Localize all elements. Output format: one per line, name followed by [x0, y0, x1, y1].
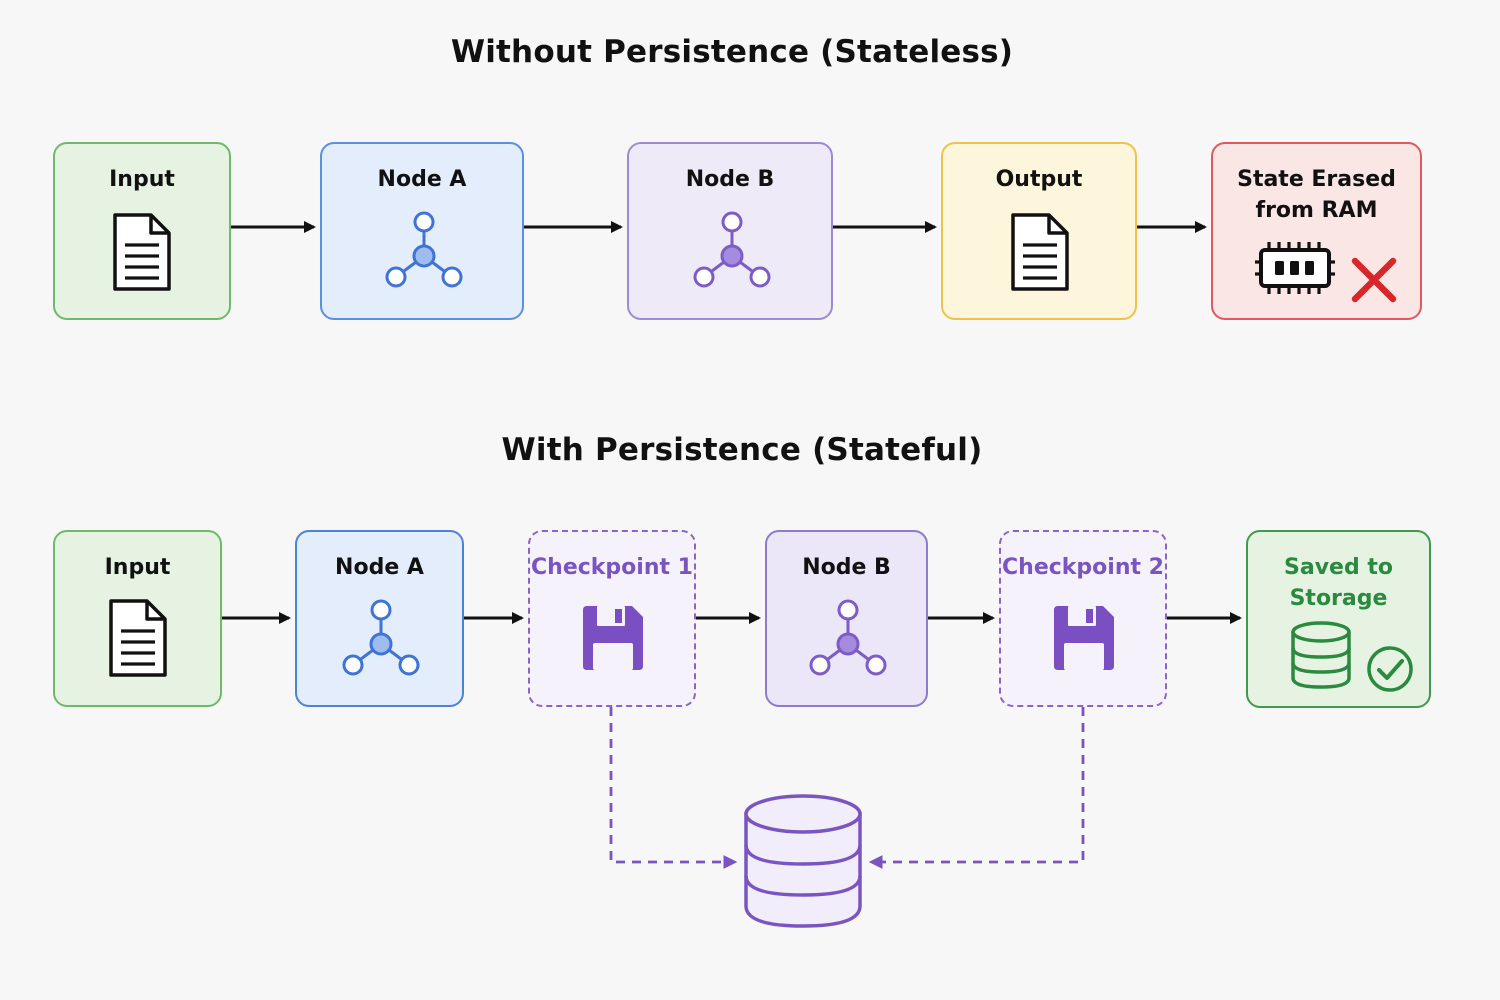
checkpoint-2-box: Checkpoint 2 [999, 530, 1167, 707]
document-icon [1011, 213, 1069, 291]
checkpoint-1-label: Checkpoint 1 [531, 555, 693, 580]
dashed-link-checkpoint-1-to-database [609, 707, 738, 869]
stateful-node-b-label: Node B [802, 555, 891, 580]
checkpoint-2-label: Checkpoint 2 [1002, 555, 1164, 580]
stateless-output-box: Output [941, 142, 1137, 320]
memory-chip-icon [1255, 242, 1335, 294]
stateless-node-b-label: Node B [685, 167, 775, 192]
floppy-disk-icon [583, 606, 643, 670]
graph-node-icon [809, 599, 887, 676]
stateless-node-b-box: Node B [627, 142, 833, 320]
stateless-title: Without Persistence (Stateless) [450, 34, 1014, 70]
stateful-input-box: Input [53, 530, 222, 707]
stateless-input-label: Input [109, 167, 175, 192]
stateful-input-label: Input [104, 555, 171, 580]
stateful-title: With Persistence (Stateful) [501, 432, 983, 468]
graph-node-icon [385, 211, 463, 288]
stateful-node-a-label: Node A [335, 555, 424, 580]
floppy-disk-icon [1054, 606, 1114, 670]
stateless-input-box: Input [53, 142, 231, 320]
document-icon [113, 213, 171, 291]
red-x-icon [1351, 257, 1397, 303]
document-icon [109, 599, 167, 677]
central-database-icon [744, 794, 862, 928]
stateless-output-label: Output [995, 167, 1083, 192]
saved-to-storage-label: Saved to Storage [1284, 555, 1393, 611]
state-erased-label: State Erased from RAM [1237, 167, 1396, 223]
graph-node-icon [693, 211, 771, 288]
checkpoint-1-box: Checkpoint 1 [528, 530, 696, 707]
graph-node-icon [342, 599, 420, 676]
state-erased-box: State Erased from RAM [1211, 142, 1422, 320]
stateless-node-a-label: Node A [377, 167, 467, 192]
stateless-node-a-box: Node A [320, 142, 524, 320]
check-circle-icon [1367, 646, 1413, 692]
saved-to-storage-box: Saved to Storage [1246, 530, 1431, 708]
dashed-link-checkpoint-2-to-database [868, 707, 1085, 869]
stateful-node-b-box: Node B [765, 530, 928, 707]
stateful-node-a-box: Node A [295, 530, 464, 707]
database-icon [1291, 621, 1351, 689]
